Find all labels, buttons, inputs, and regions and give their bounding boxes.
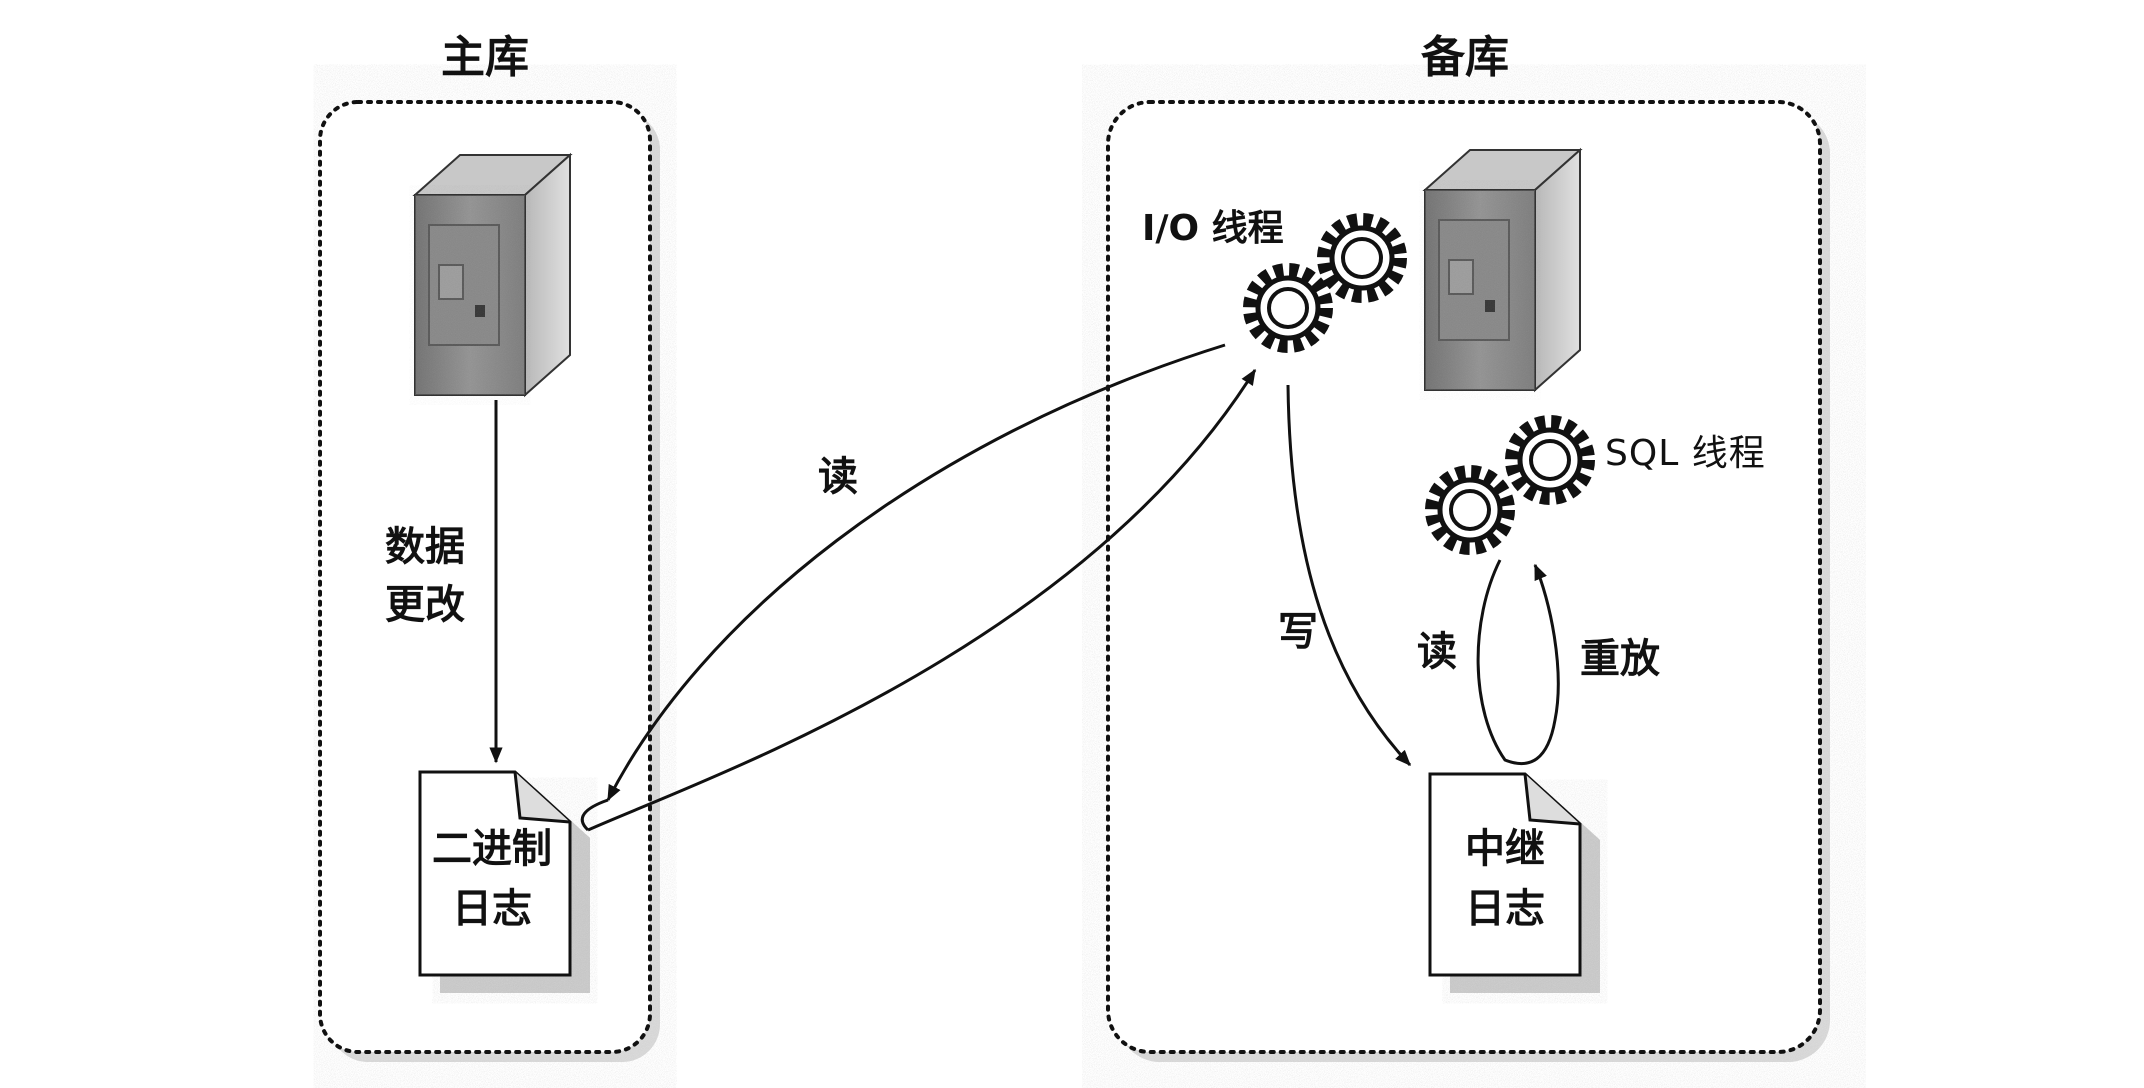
binlog-document	[418, 770, 590, 993]
read-response-arrow	[587, 368, 1257, 832]
relaylog-document	[1428, 772, 1600, 993]
io-thread-label: I/O 线程	[1142, 208, 1284, 249]
relaylog-label-line1: 中继	[1465, 826, 1545, 872]
binlog-label-line2: 日志	[452, 886, 532, 932]
replica-server-icon	[1422, 147, 1583, 393]
master-server-icon	[412, 152, 573, 398]
master-title: 主库	[441, 32, 529, 83]
binlog-label-line1: 二进制	[432, 826, 552, 872]
replica-title: 备库	[1421, 32, 1509, 83]
relaylog-label-line2: 日志	[1465, 886, 1545, 932]
write-arrow	[1286, 384, 1412, 767]
relay-read-label: 读	[1417, 629, 1457, 675]
read-replay-loop-arrow	[1476, 559, 1560, 766]
replay-label: 重放	[1580, 636, 1660, 682]
data-change-label-line1: 数据	[385, 524, 465, 570]
data-change-label-line2: 更改	[385, 582, 465, 628]
write-label: 写	[1278, 609, 1318, 655]
read-loop-joint	[580, 798, 609, 832]
cross-read-label: 读	[818, 454, 858, 500]
read-request-arrow	[606, 343, 1226, 802]
sql-thread-label: SQL 线程	[1605, 433, 1766, 474]
